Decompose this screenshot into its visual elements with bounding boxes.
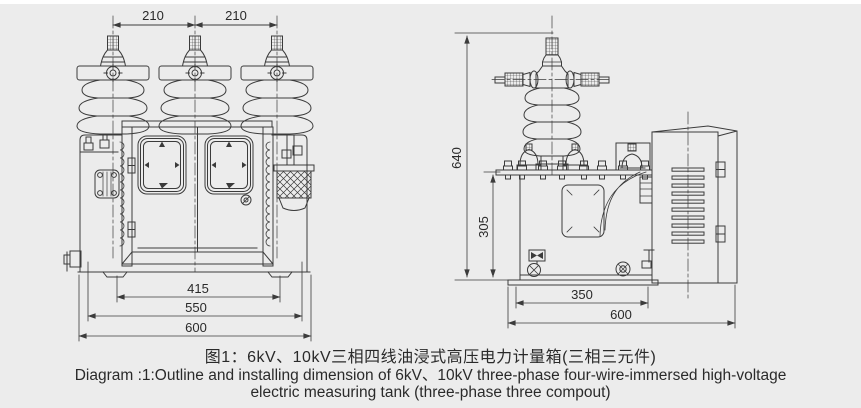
louver-slats (671, 167, 705, 244)
door-hinge-top (127, 157, 136, 174)
dim-label-350: 350 (571, 287, 593, 302)
caption-subtitle-en-line2: electric measuring tank (three-phase thr… (250, 384, 611, 401)
dim-label-305: 305 (476, 216, 491, 238)
door-lock (240, 194, 252, 206)
caption-title-zh: 图1：6kV、10kV三相四线油浸式高压电力计量箱(三相三元件) (204, 349, 657, 366)
secondary-bushing-box (615, 142, 651, 171)
dim-label-415: 415 (187, 281, 209, 296)
meter-window-left (137, 135, 187, 195)
technical-drawing: 210 210 415 550 600 (63, 8, 738, 342)
louver-box (651, 125, 738, 284)
left-side-fittings (63, 134, 120, 272)
figure-caption: 图1：6kV、10kV三相四线油浸式高压电力计量箱(三相三元件) Diagram… (0, 349, 861, 402)
bushing-side (494, 37, 610, 171)
dim-label-600-side: 600 (610, 307, 632, 322)
door-hinge-bottom (127, 221, 136, 238)
cabinet-body (77, 120, 311, 278)
dim-side-heights: 640 305 (449, 32, 554, 281)
tank-body-side (507, 171, 659, 286)
front-centerlines (112, 15, 278, 273)
meter-window-right (204, 135, 254, 195)
front-view: 210 210 415 550 600 (63, 8, 315, 342)
caption-subtitle-en-line1: Diagram :1:Outline and installing dimens… (74, 366, 787, 384)
dim-label-210-right: 210 (225, 8, 247, 23)
dim-bushing-spacing: 210 210 (112, 8, 278, 28)
dim-label-600-front: 600 (185, 320, 207, 335)
drain-valves (527, 249, 655, 277)
dim-front-widths: 415 550 600 (78, 261, 312, 342)
right-side-basket (273, 134, 315, 211)
dim-side-widths: 350 600 (507, 284, 736, 329)
side-centerlines (491, 15, 689, 301)
dim-label-210-left: 210 (142, 8, 164, 23)
top-white-strip (0, 0, 861, 4)
side-view: 640 305 350 600 (449, 15, 738, 329)
dim-label-640: 640 (449, 147, 464, 169)
dim-label-550: 550 (185, 300, 207, 315)
